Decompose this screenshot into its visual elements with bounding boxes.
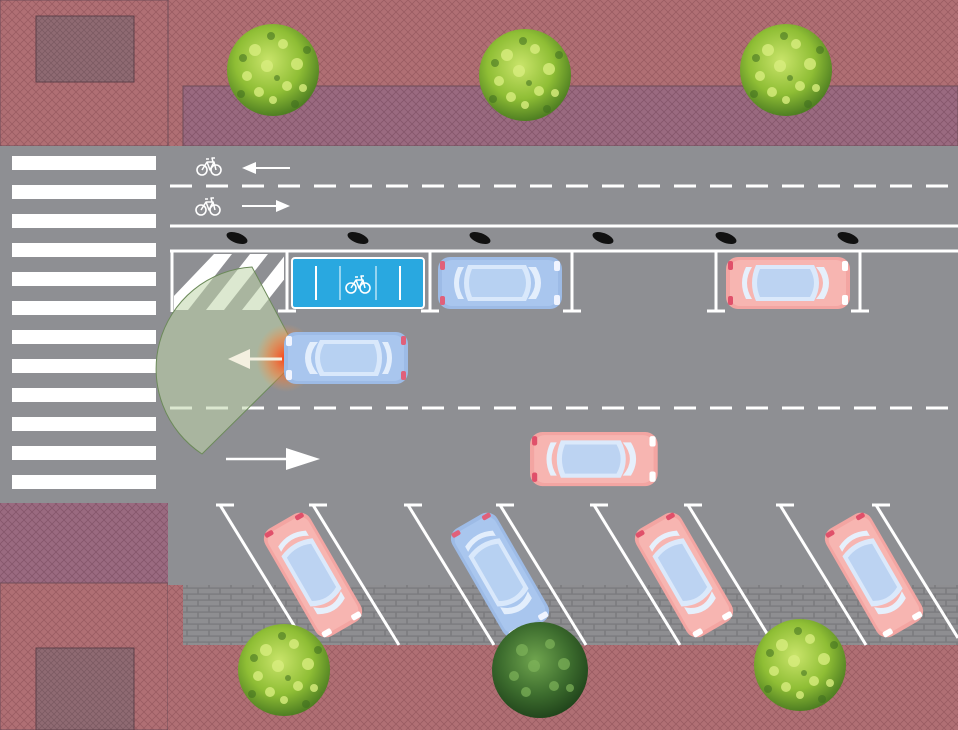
arrow-right-icon xyxy=(242,200,290,212)
road-horizontal xyxy=(0,146,958,503)
moving-car-red[interactable] xyxy=(530,432,658,487)
bike-parking-box xyxy=(291,257,425,309)
tree-top-3 xyxy=(740,24,832,116)
tree-bottom-1 xyxy=(238,624,330,716)
tree-top-2 xyxy=(479,29,571,121)
sensor-detection-cone xyxy=(155,266,301,455)
moving-car-blue[interactable] xyxy=(284,332,408,384)
arrow-right-icon xyxy=(226,448,320,470)
storm-drains xyxy=(226,231,859,245)
bottom-left-roof xyxy=(35,647,135,730)
arrow-left-icon xyxy=(242,162,290,174)
angled-parking-lines xyxy=(216,503,958,646)
parked-car-top-red[interactable] xyxy=(726,257,850,309)
parked-car-top-blue[interactable] xyxy=(438,257,562,309)
arrow-left-icon xyxy=(228,349,282,369)
tree-top-1 xyxy=(227,24,319,116)
tree-bottom-2 xyxy=(492,622,588,718)
crosswalk xyxy=(12,156,156,489)
tree-bottom-3 xyxy=(754,619,846,711)
top-planter-strip xyxy=(182,85,958,147)
top-left-roof xyxy=(35,15,135,83)
parallel-parking-lines xyxy=(170,249,958,313)
